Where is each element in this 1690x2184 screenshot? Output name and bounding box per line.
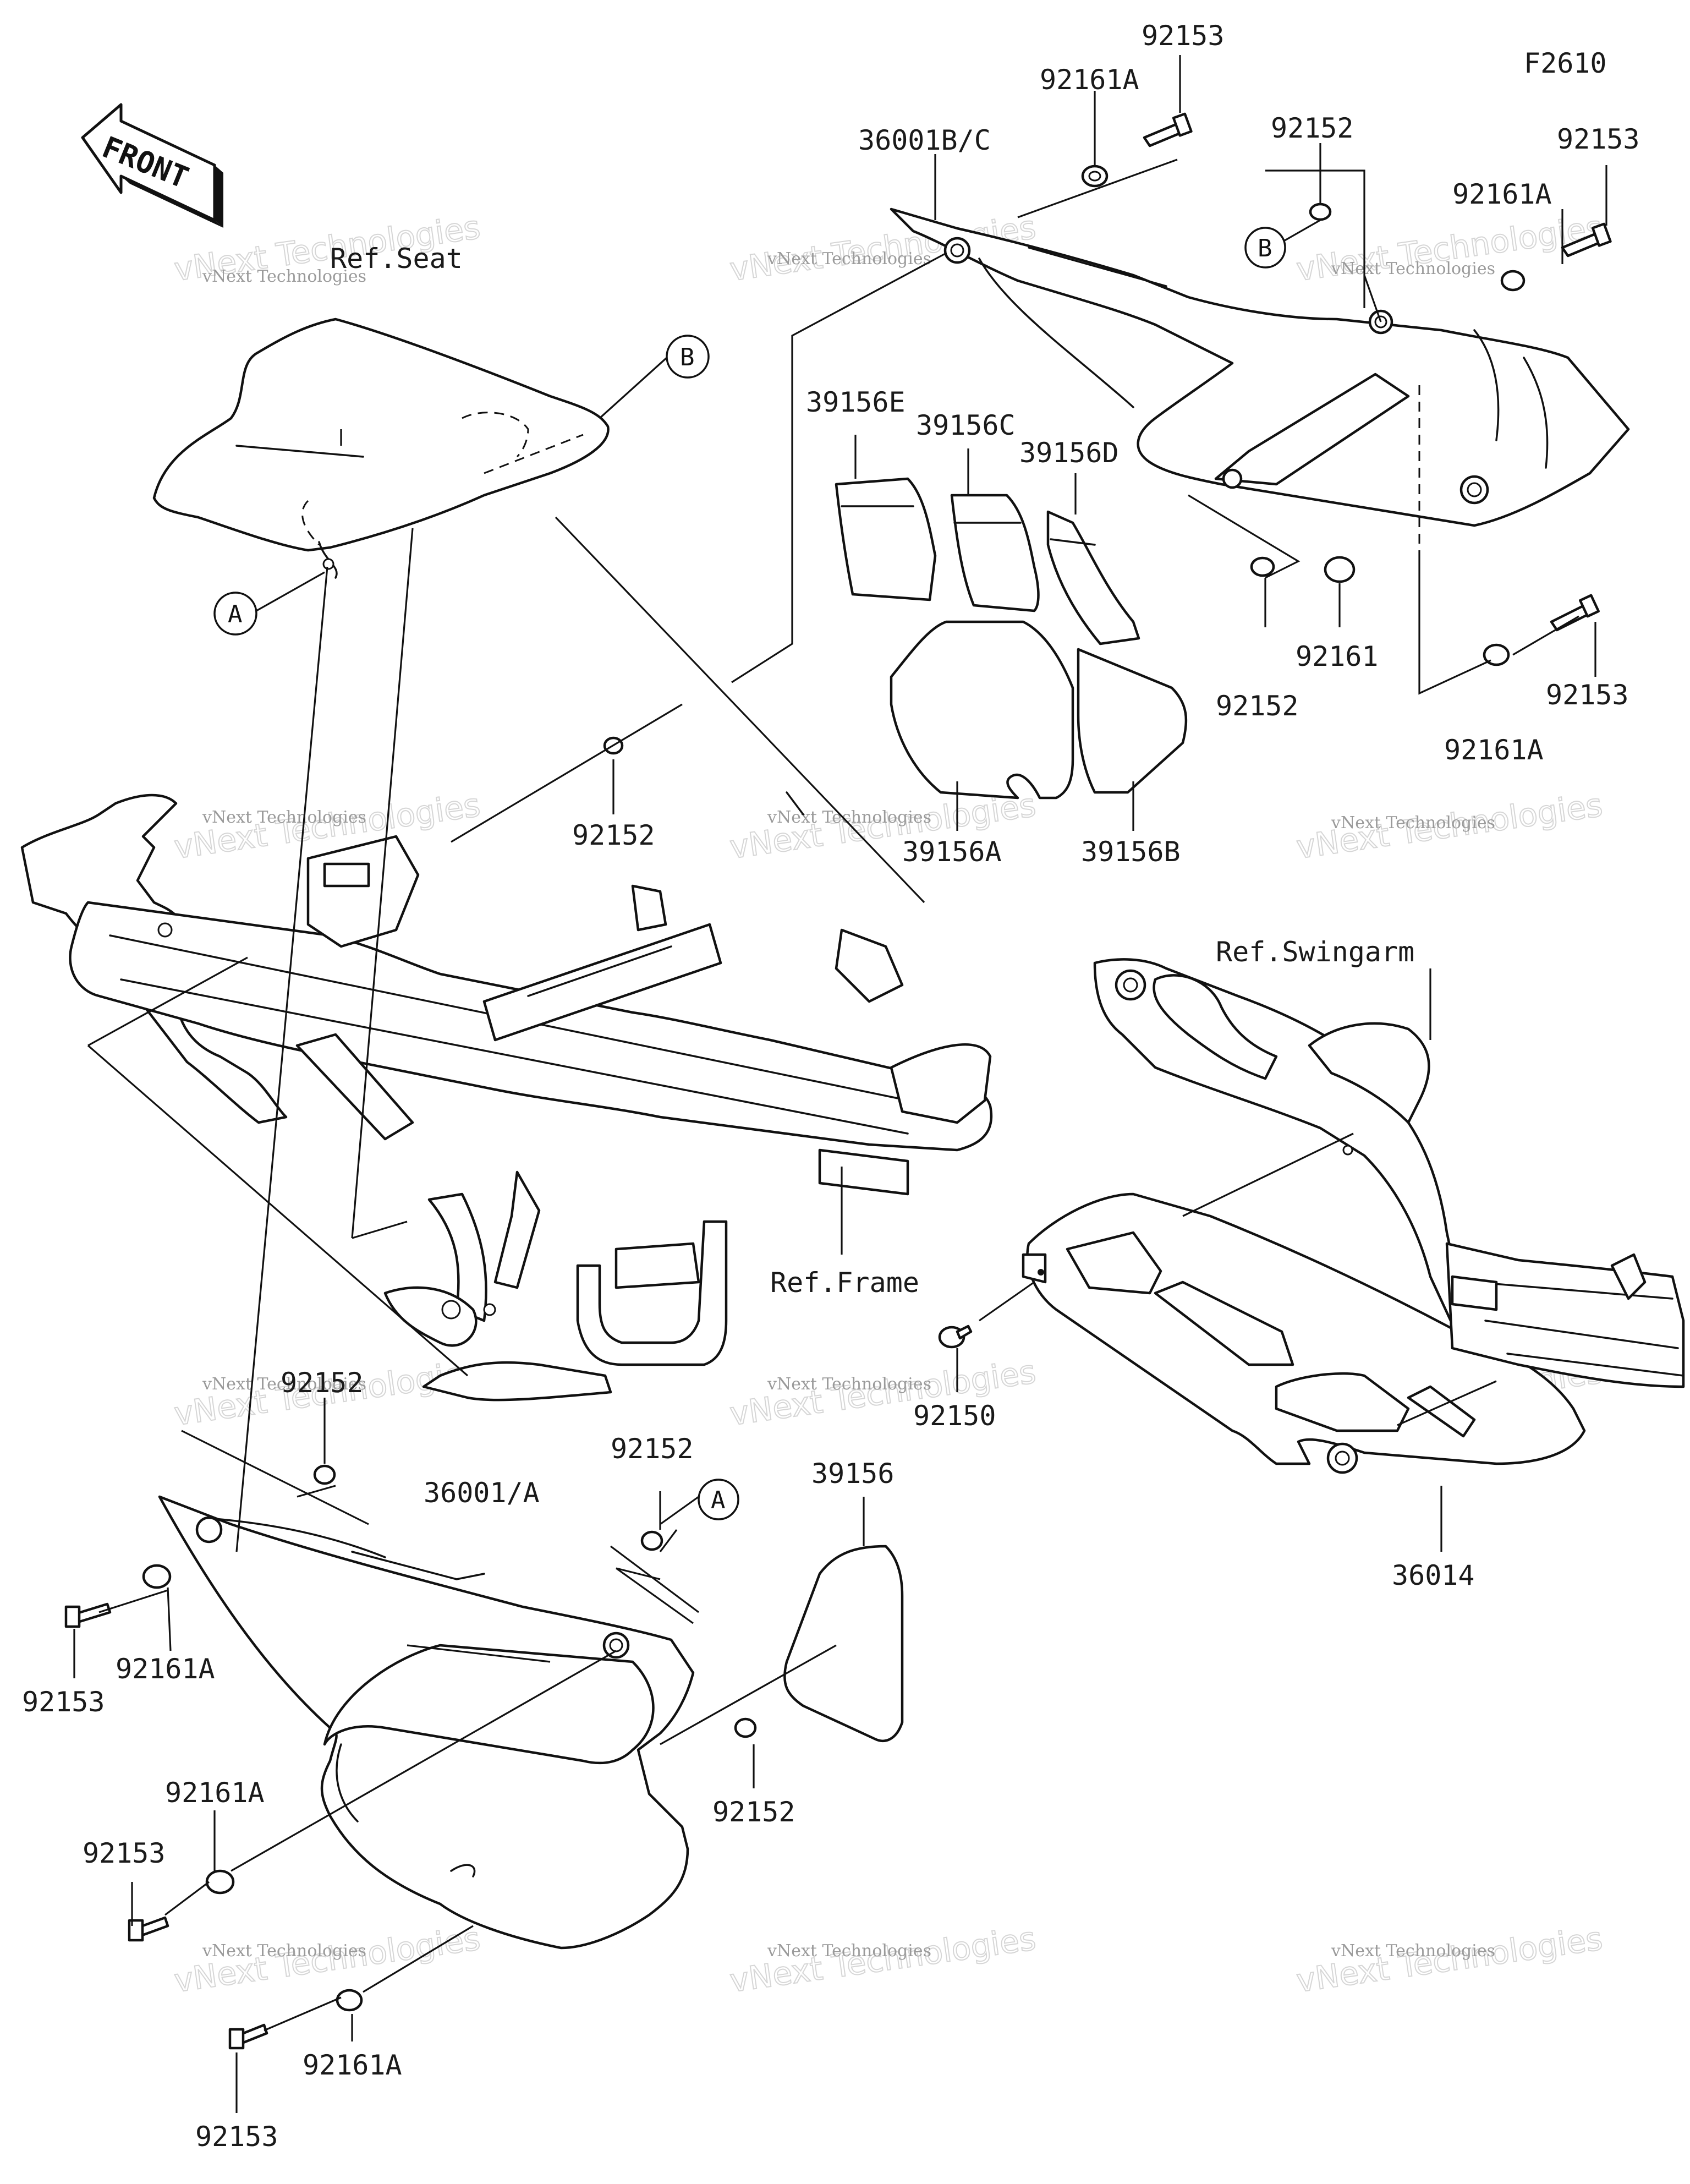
label-92153: 92153: [22, 1686, 105, 1718]
label-92152: 92152: [1216, 690, 1299, 722]
collar-icon: [1081, 165, 1109, 188]
label-92161A: 92161A: [116, 1653, 215, 1685]
swingarm-reference: [1093, 958, 1685, 1388]
label-36014: 36014: [1392, 1559, 1475, 1591]
label-39156A: 39156A: [902, 836, 1002, 868]
label-39156C: 39156C: [916, 409, 1016, 441]
watermark-small: vNext Technologies: [767, 1375, 931, 1394]
watermark-small: vNext Technologies: [767, 249, 931, 269]
label-92161A: 92161A: [303, 2049, 402, 2081]
label-92152: 92152: [572, 819, 655, 851]
watermark-small: vNext Technologies: [202, 1941, 366, 1961]
label-36001A: 36001/A: [424, 1477, 540, 1509]
label-92152: 92152: [281, 1367, 364, 1399]
label-92153: 92153: [195, 2121, 278, 2153]
grommet-icon: [313, 1464, 336, 1485]
bolt-icon: [938, 1324, 973, 1349]
label-39156D: 39156D: [1019, 437, 1119, 469]
watermark-small: vNext Technologies: [1331, 259, 1495, 278]
collar-icon: [336, 1989, 363, 2012]
watermark-small: vNext Technologies: [767, 1941, 931, 1961]
label-36001BC: 36001B/C: [858, 124, 991, 156]
collar-icon: [205, 1869, 235, 1895]
label-92153: 92153: [1142, 20, 1225, 52]
label-92161A: 92161A: [1040, 64, 1139, 96]
part-39156-decal: [783, 1545, 904, 1742]
connector-b-bubble: B: [1244, 227, 1286, 269]
grommet-icon: [734, 1717, 757, 1738]
part-36001BC-cover: [890, 207, 1630, 550]
bolt-icon: [64, 1602, 112, 1628]
watermark-small: vNext Technologies: [202, 1375, 366, 1394]
collar-icon: [142, 1564, 172, 1589]
front-arrow-icon: FRONT: [81, 103, 223, 228]
collar-icon: [1324, 556, 1356, 583]
connector-a-bubble: A: [213, 592, 257, 636]
collar-icon: [1500, 270, 1526, 292]
grommet-icon: [1250, 556, 1275, 577]
seat-reference: [152, 318, 610, 579]
bolt-icon: [228, 2023, 268, 2050]
connector-b-label: B: [1258, 234, 1272, 262]
connector-a-label: A: [711, 1486, 726, 1514]
bolt-icon: [1561, 222, 1612, 258]
label-ref-seat: Ref.Seat: [330, 243, 463, 275]
part-39156D-decal: [1046, 510, 1140, 645]
label-ref-swingarm: Ref.Swingarm: [1216, 936, 1414, 968]
label-ref-frame: Ref.Frame: [770, 1267, 919, 1299]
label-92161A: 92161A: [1444, 734, 1544, 766]
label-92161A: 92161A: [165, 1777, 265, 1809]
label-92152: 92152: [1271, 112, 1354, 144]
watermark-small: vNext Technologies: [202, 808, 366, 827]
bolt-icon: [128, 1916, 169, 1942]
part-39156E-decal: [835, 477, 937, 601]
leader-lines: [73, 55, 1607, 2113]
figure-code: F2610: [1524, 47, 1607, 79]
watermark-small: vNext Technologies: [202, 267, 366, 286]
label-92150: 92150: [913, 1400, 996, 1432]
part-39156B-decal: [1077, 648, 1188, 794]
bolt-icon: [1143, 112, 1193, 147]
part-36014-chain-guard: [1022, 1192, 1586, 1474]
label-92161: 92161: [1296, 641, 1379, 672]
frame-reference: [20, 791, 993, 1402]
connector-b-bubble: B: [666, 335, 710, 379]
grommet-icon: [1309, 202, 1332, 221]
part-labels: 92153 92161A 36001B/C 92152 92153 92161A…: [22, 20, 1640, 2153]
connector-a-label: A: [228, 600, 243, 628]
watermark-small: vNext Technologies: [1331, 813, 1495, 833]
connector-a-bubble: A: [698, 1479, 739, 1520]
label-39156: 39156: [811, 1458, 895, 1490]
label-92152: 92152: [712, 1796, 795, 1828]
label-92153: 92153: [1546, 679, 1629, 711]
label-92153: 92153: [1557, 123, 1640, 155]
connector-b-label: B: [680, 343, 695, 371]
part-36001A-cover: [158, 1495, 695, 1950]
part-39156A-decal: [890, 620, 1074, 800]
label-92153: 92153: [83, 1837, 166, 1869]
part-39156C-decal: [950, 494, 1040, 612]
label-92161A: 92161A: [1452, 178, 1552, 210]
label-39156E: 39156E: [806, 386, 906, 418]
bolt-icon: [1550, 594, 1600, 632]
label-92152: 92152: [611, 1433, 694, 1465]
grommet-icon: [640, 1530, 663, 1551]
label-39156B: 39156B: [1081, 836, 1181, 868]
watermark-small: vNext Technologies: [1331, 1941, 1495, 1961]
